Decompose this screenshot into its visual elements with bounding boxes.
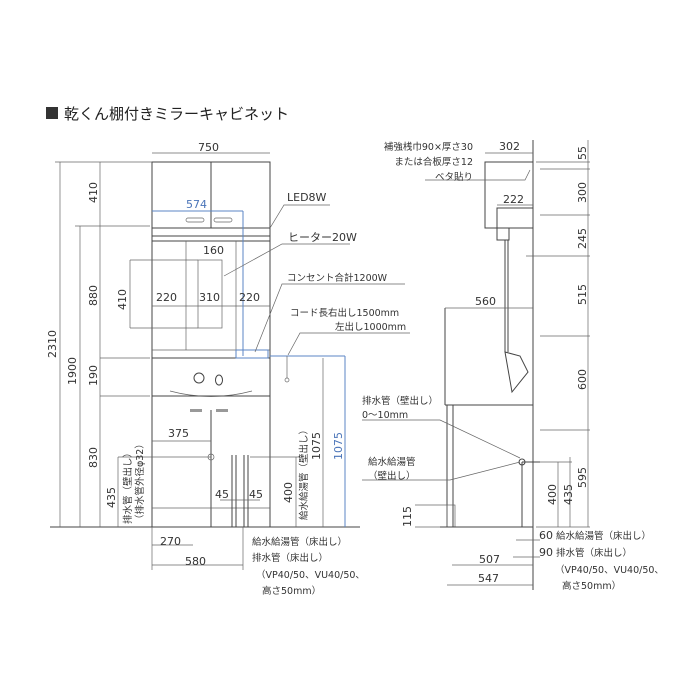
side-pipe-spec-note: （VP40/50、VU40/50、 xyxy=(555,564,664,576)
callout-cord-left: 左出し1000mm xyxy=(335,321,406,333)
reinforce-note-1: 補強桟巾90×厚さ30 xyxy=(384,141,473,153)
dim-410-top: 410 xyxy=(87,182,100,203)
side-lower-cabinet xyxy=(446,404,454,528)
dim-302: 302 xyxy=(499,140,520,153)
dim-595: 595 xyxy=(576,467,589,488)
side-pipe-height-note: 高さ50mm） xyxy=(562,580,621,592)
drain-wall-label: 排水管（壁出し） xyxy=(122,448,134,524)
dim-side-435: 435 xyxy=(562,484,575,505)
callout-cord-right: コード長右出し1500mm xyxy=(290,307,399,319)
front-view xyxy=(50,152,410,570)
dim-1075: 1075 xyxy=(310,432,323,460)
dim-580: 580 xyxy=(185,555,206,568)
dim-245: 245 xyxy=(576,228,589,249)
dim-507: 507 xyxy=(479,553,500,566)
supply-wall-label: 給水給湯管（壁出し） xyxy=(298,425,310,520)
dim-1900: 1900 xyxy=(66,357,79,385)
dim-220-left: 220 xyxy=(156,291,177,304)
side-supply-wall-label-2: （壁出し） xyxy=(368,470,416,482)
dim-45a: 45 xyxy=(215,488,229,501)
reinforce-note-2: または合板厚さ12 xyxy=(394,156,473,168)
side-drain-range: 0〜10mm xyxy=(362,410,408,421)
title-bullet-icon xyxy=(46,107,58,119)
dim-shelf-160: 160 xyxy=(203,244,224,257)
dim-220-right: 220 xyxy=(239,291,260,304)
dim-310: 310 xyxy=(199,291,220,304)
side-drain-wall-label: 排水管（壁出し） xyxy=(362,395,438,407)
pipe-spec-note: （VP40/50、VU40/50、 xyxy=(256,569,365,581)
callout-outlet: コンセント合計1200W xyxy=(287,272,388,284)
dim-45b: 45 xyxy=(249,488,263,501)
dim-90: 90 xyxy=(539,546,553,559)
dim-blue-574: 574 xyxy=(186,198,207,211)
dim-600: 600 xyxy=(576,369,589,390)
dim-mirror-410: 410 xyxy=(116,289,129,310)
dim-300: 300 xyxy=(576,182,589,203)
dim-515: 515 xyxy=(576,284,589,305)
pipe-height-note: 高さ50mm） xyxy=(262,585,321,597)
dim-55: 55 xyxy=(576,146,589,160)
dim-115: 115 xyxy=(401,506,414,527)
reinforce-note-3: ベタ貼り xyxy=(435,171,473,183)
page-title: 乾くん棚付きミラーキャビネット xyxy=(64,105,289,123)
dim-547: 547 xyxy=(478,572,499,585)
callout-heater: ヒーター20W xyxy=(288,231,357,244)
dim-1075-blue: 1075 xyxy=(332,432,345,460)
dim-60-label: 給水給湯管（床出し） xyxy=(556,530,651,542)
dim-435: 435 xyxy=(105,487,118,508)
dim-60: 60 xyxy=(539,529,553,542)
dim-375: 375 xyxy=(168,427,189,440)
dim-width-750: 750 xyxy=(198,141,219,154)
dim-190: 190 xyxy=(87,365,100,386)
dim-400: 400 xyxy=(282,482,295,503)
side-view xyxy=(362,140,590,590)
floor-supply-note: 給水給湯管（床出し） xyxy=(252,536,347,548)
dim-880: 880 xyxy=(87,285,100,306)
dim-90-label: 排水管（床出し） xyxy=(556,547,632,559)
dim-222: 222 xyxy=(503,193,524,206)
dim-270: 270 xyxy=(160,535,181,548)
dim-side-400: 400 xyxy=(546,484,559,505)
side-supply-wall-label: 給水給湯管 xyxy=(368,456,416,468)
dim-2310: 2310 xyxy=(46,330,59,358)
dim-560: 560 xyxy=(475,295,496,308)
vanity-bowl xyxy=(151,357,271,397)
dim-830: 830 xyxy=(87,447,100,468)
callout-led: LED8W xyxy=(287,191,327,204)
drain-diameter-label: （排水管外径φ32） xyxy=(134,439,146,524)
floor-drain-note: 排水管（床出し） xyxy=(252,552,328,564)
